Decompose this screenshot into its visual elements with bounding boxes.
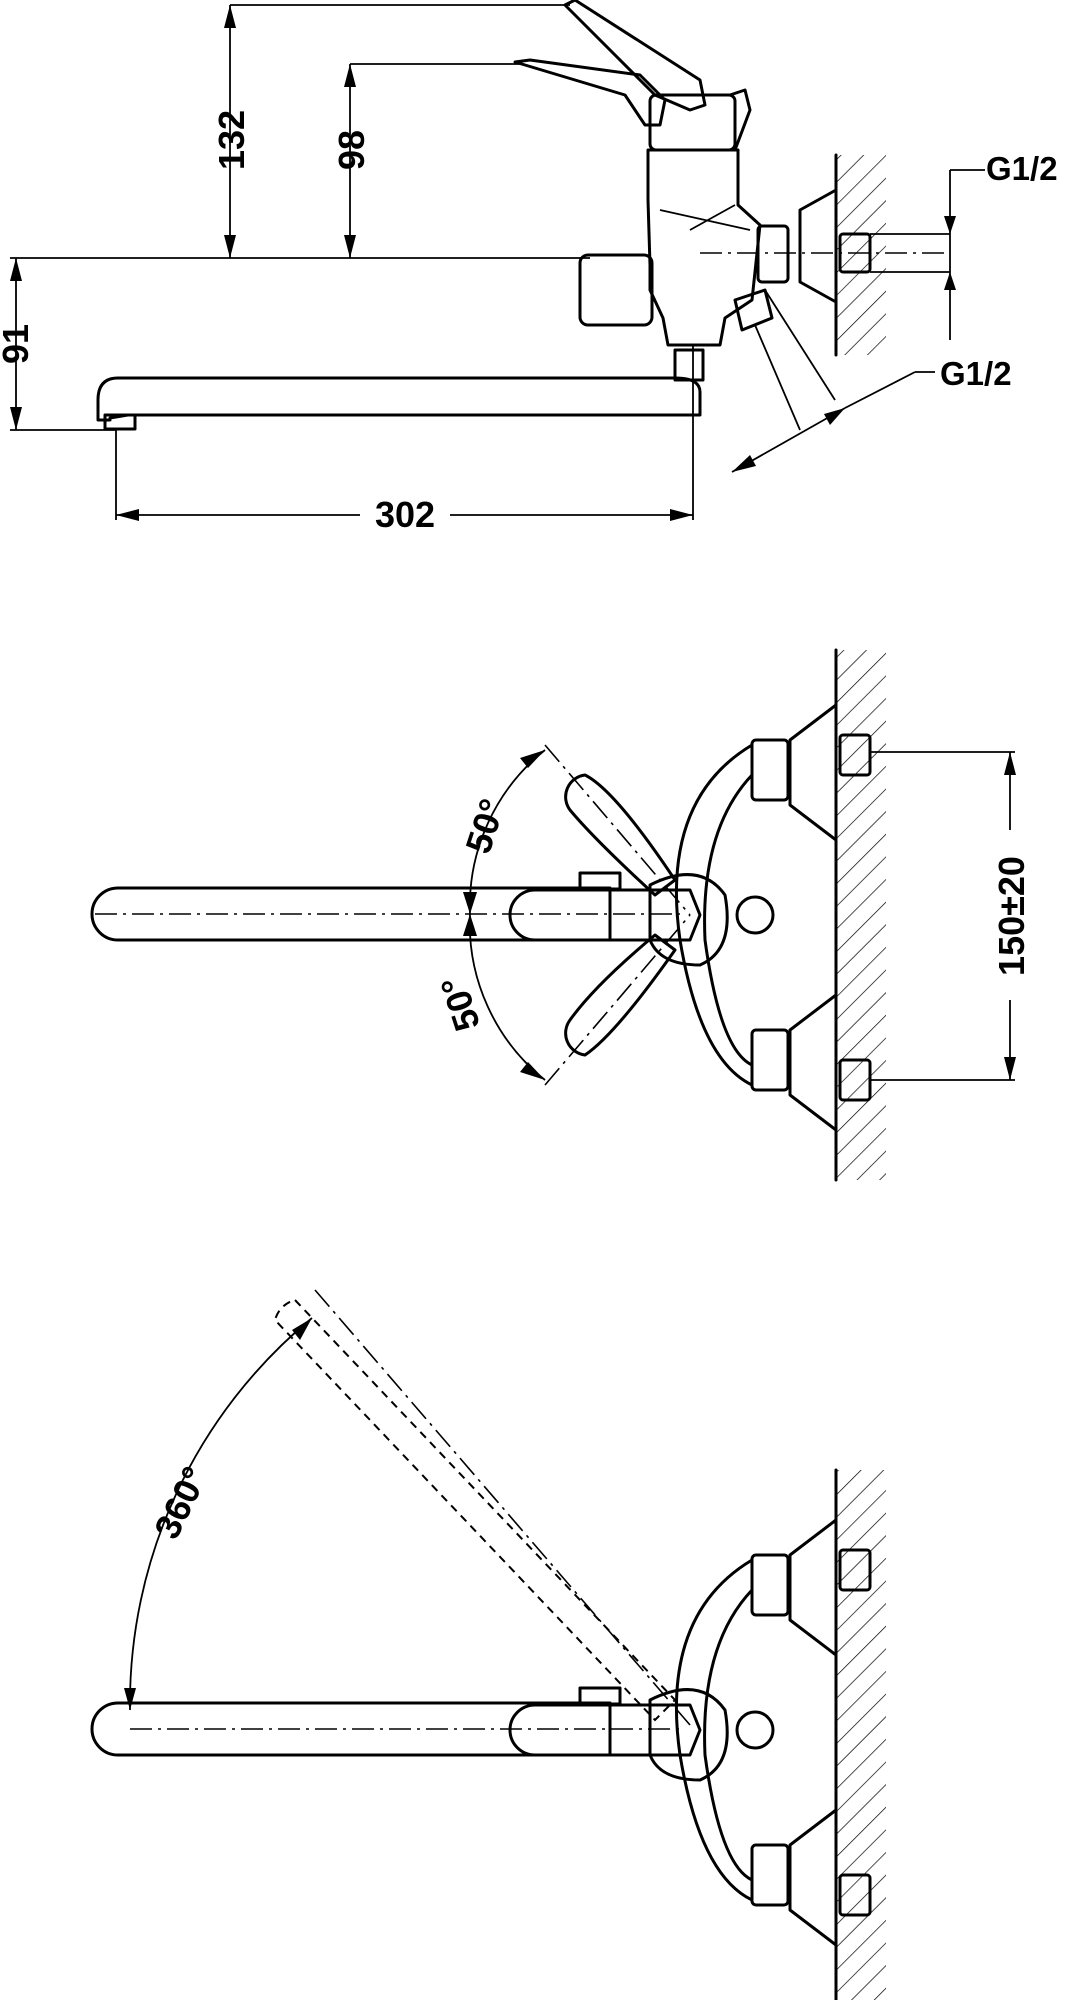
spout-rotation-base bbox=[90, 1701, 612, 1757]
eccentric-nut bbox=[756, 224, 790, 284]
lever-center bbox=[508, 888, 702, 942]
wall-hatch-2 bbox=[836, 650, 886, 1180]
top-view-spout: 360° bbox=[90, 1289, 886, 2000]
lever-up bbox=[564, 773, 677, 897]
cartridge-cap bbox=[648, 93, 737, 152]
dim-91: 91 bbox=[0, 324, 36, 364]
dim-302: 302 bbox=[375, 494, 435, 535]
lever-down bbox=[564, 933, 677, 1057]
diverter-knob bbox=[578, 253, 654, 327]
dim-98: 98 bbox=[331, 130, 372, 170]
mixer-body-top bbox=[674, 743, 754, 1087]
angle-rotation: 360° bbox=[146, 1460, 215, 1545]
angle-up: 50° bbox=[457, 794, 513, 858]
angle-down: 50° bbox=[432, 972, 488, 1036]
mixer-body-top-2 bbox=[674, 1558, 754, 1902]
mixer-body bbox=[646, 148, 762, 347]
spout bbox=[96, 376, 702, 422]
wall-hatch-3 bbox=[836, 1470, 886, 2000]
wall-hatch bbox=[836, 155, 886, 355]
top-view-lever: 50° 50° 150±20 bbox=[90, 648, 1032, 1182]
wall-flange bbox=[798, 188, 838, 304]
dim-132: 132 bbox=[211, 110, 252, 170]
side-view: G1/2 132 98 bbox=[0, 0, 1058, 535]
spout-rotated-ghost bbox=[273, 1298, 677, 1722]
thread-label-top: G1/2 bbox=[986, 150, 1058, 187]
spout-top bbox=[90, 886, 612, 942]
dim-center-distance: 150±20 bbox=[991, 856, 1032, 976]
lever-open bbox=[563, 0, 707, 112]
thread-label-bottom: G1/2 bbox=[940, 355, 1012, 392]
lever-closed bbox=[513, 58, 667, 127]
